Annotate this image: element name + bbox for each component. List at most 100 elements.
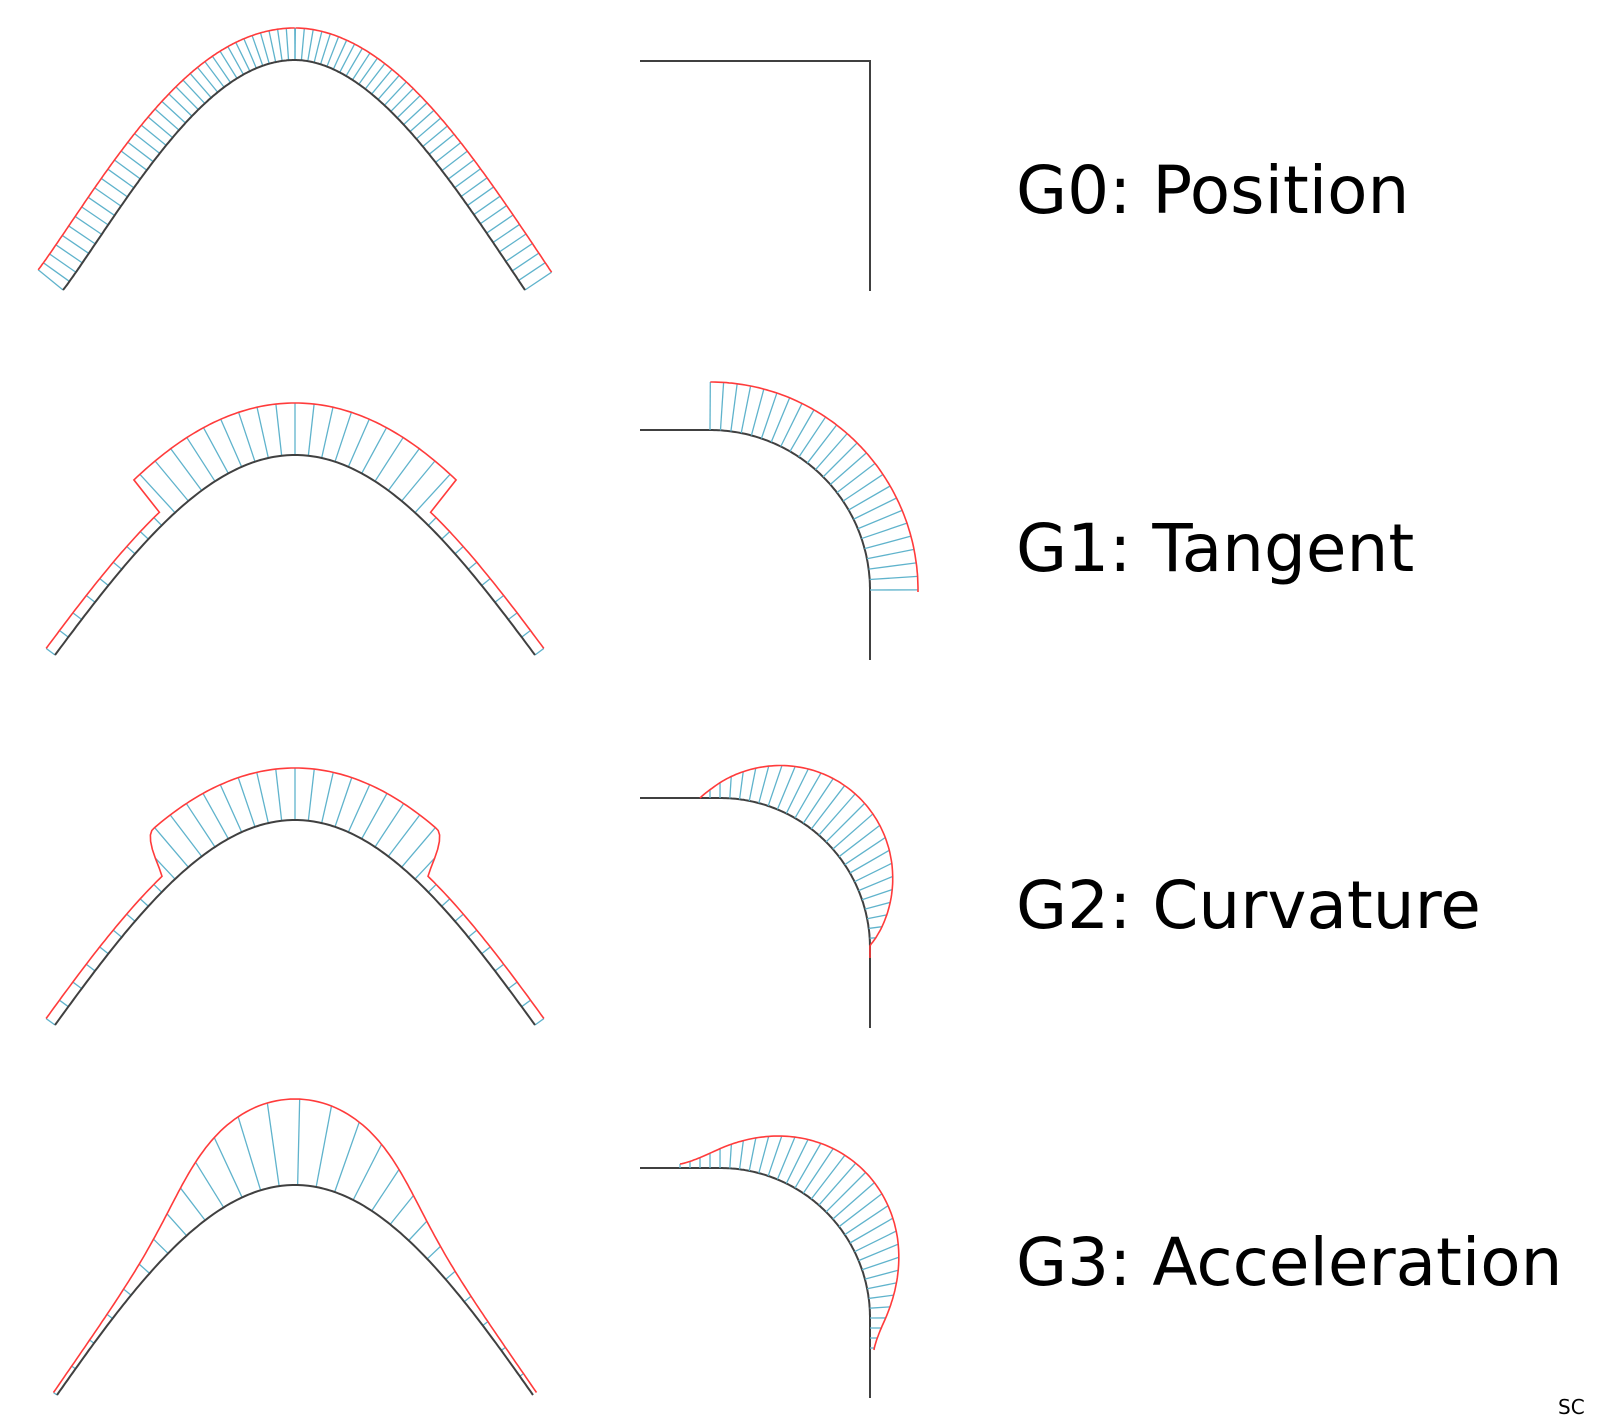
g1-corner-comb-outline <box>710 381 919 592</box>
g3-corner-tooth <box>866 1282 897 1290</box>
g1-corner-tooth <box>869 575 918 581</box>
g2-arch-tooth <box>59 999 69 1008</box>
label-g1: G1: Tangent <box>1016 510 1415 587</box>
g2-arch-tooth <box>347 784 371 833</box>
g3-arch-curve <box>56 1184 534 1396</box>
g2-corner-tooth <box>849 849 890 874</box>
g1-arch-tooth <box>307 403 315 456</box>
g1-corner-tooth <box>760 392 778 439</box>
g1-corner-tooth <box>730 383 738 432</box>
g3-arch-tooth <box>371 1169 400 1212</box>
g3-corner-teeth <box>679 1135 900 1349</box>
g0-corner <box>640 60 871 291</box>
g1-corner-tooth <box>842 473 884 502</box>
g0-right-tooth <box>518 262 546 281</box>
g0-left-tooth <box>147 116 173 139</box>
g1-corner-tooth <box>857 509 903 530</box>
g3-arch-tooth <box>334 1121 360 1193</box>
g0-right-tooth <box>313 31 323 63</box>
g0-left-tooth <box>204 61 225 88</box>
g2-corner-tooth <box>810 785 846 830</box>
g0-left-tooth <box>127 141 154 163</box>
g3-arch-tooth <box>213 1137 243 1198</box>
g0-right-tooth <box>358 57 378 85</box>
g2-corner-tooth <box>832 813 874 850</box>
g3-arch-tooth <box>389 1195 414 1225</box>
g0-left-tooth <box>100 177 128 198</box>
g2-corner-tooth <box>785 768 809 814</box>
g1-arch-tooth <box>154 460 189 502</box>
g0-right-tooth <box>403 102 428 126</box>
g1-corner-teeth <box>709 381 919 591</box>
g2-arch-tooth <box>112 929 123 938</box>
g0-right-tooth <box>339 43 356 73</box>
g3-arch-tooth <box>463 1295 472 1303</box>
g0-right-tooth <box>300 28 305 61</box>
g2-arch-tooth <box>427 884 437 893</box>
g2-arch-tooth <box>307 769 315 821</box>
g3-arch-tooth <box>266 1102 280 1187</box>
g1-corner-tooth <box>798 416 827 458</box>
g3-comb-outline <box>52 1098 538 1393</box>
g3-corner-tooth <box>758 1136 770 1174</box>
g3-corner-tooth <box>854 1230 897 1253</box>
g0-right-comb-outline <box>295 27 553 273</box>
g3-corner-tooth <box>802 1148 834 1194</box>
g2-arch-tooth <box>494 963 505 972</box>
g0-left-tooth <box>285 28 290 61</box>
g2-arch-tooth <box>202 793 229 840</box>
g2-arch-tooth <box>534 1018 545 1026</box>
g0-arch-comb <box>37 27 553 291</box>
g2-corner-tooth <box>802 778 834 824</box>
g2-arch-tooth <box>361 793 388 840</box>
g3-corner-tooth <box>738 1140 744 1170</box>
g0-left-tooth <box>120 150 148 171</box>
g3-corner-tooth <box>849 1217 894 1244</box>
g2-arch-tooth <box>521 999 531 1008</box>
g1-arch-tooth <box>427 517 437 526</box>
g0-left-tooth <box>189 73 212 99</box>
g2-arch-tooth <box>99 946 109 955</box>
g0-left-tooth <box>196 66 219 93</box>
g2-arch-tooth <box>45 1018 56 1026</box>
g3-arch-tooth <box>153 1238 169 1254</box>
g2-arch-comb <box>45 767 545 1026</box>
g0-right-tooth <box>422 125 448 147</box>
g0-left-comb-outline <box>37 27 295 271</box>
g2-corner-curve <box>640 797 871 1028</box>
g1-corner-tooth <box>780 403 803 447</box>
g2-corner-tooth <box>838 824 881 858</box>
g3-corner-tooth <box>868 1294 894 1300</box>
g0-right-tooth <box>454 168 481 189</box>
g0-left-tooth <box>251 35 264 66</box>
g1-arch-tooth <box>387 448 420 491</box>
g1-arch-tooth <box>361 427 388 474</box>
g0-right-tooth <box>383 81 407 106</box>
g2-arch-tooth <box>374 803 405 848</box>
g1-corner-tooth <box>848 485 891 511</box>
g3-arch-tooth <box>123 1288 132 1296</box>
g3-arch-tooth <box>237 1116 262 1191</box>
g2-corner-tooth <box>866 914 887 920</box>
g0-right-tooth <box>511 252 540 272</box>
g0-right-tooth <box>390 88 414 112</box>
row-g2 <box>45 764 894 1028</box>
g2-arch-tooth <box>154 857 176 880</box>
g0-left-tooth <box>276 29 283 62</box>
g3-corner-curve <box>640 1167 871 1398</box>
g0-right-tooth <box>467 186 494 206</box>
g0-right-tooth <box>409 109 435 133</box>
g2-corner-comb-outline <box>699 764 894 958</box>
g2-corner-tooth <box>861 888 893 901</box>
g2-arch-tooth <box>139 898 149 907</box>
g0-corner-curve <box>640 60 871 291</box>
g2-corner-tooth <box>776 766 796 810</box>
g0-right-tooth <box>364 63 386 90</box>
g1-corner-tooth <box>750 388 765 436</box>
g1-arch-tooth <box>507 612 518 621</box>
g3-arch-tooth <box>352 1144 383 1201</box>
g0-right-tooth <box>371 68 393 95</box>
g1-arch-tooth <box>153 517 163 526</box>
g0-right-tooth <box>441 150 468 172</box>
g2-arch-tooth <box>154 827 189 868</box>
